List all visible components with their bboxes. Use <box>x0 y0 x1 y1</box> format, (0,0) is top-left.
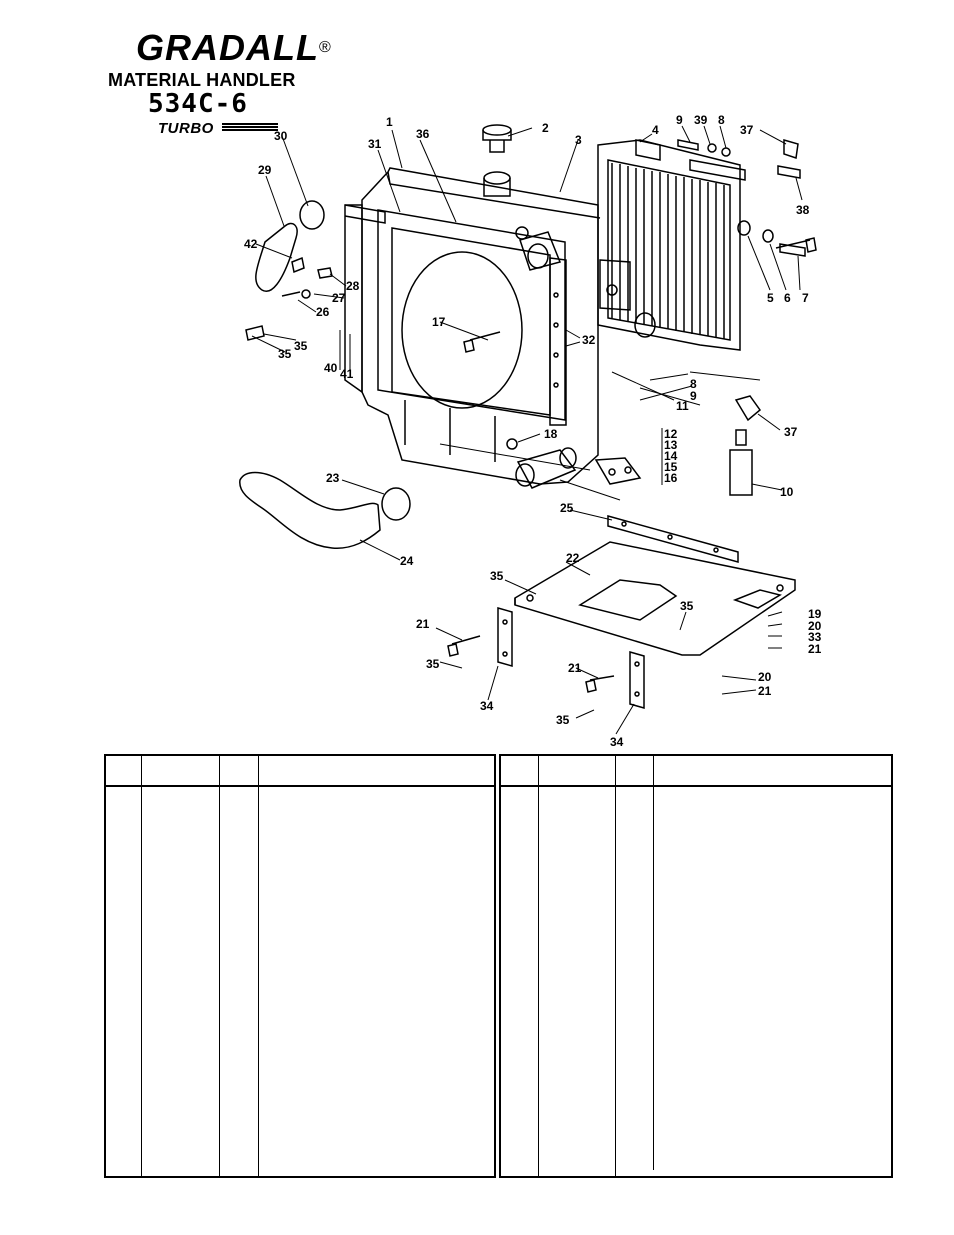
upper-outlet-tube <box>515 226 562 271</box>
leader-lines <box>251 125 803 735</box>
lower-outlet-tube <box>515 447 577 489</box>
callout-21b: 21 <box>568 661 582 675</box>
callout-8b: 8 <box>690 377 697 391</box>
column-divider <box>258 756 259 1176</box>
turbo-badge: TURBO <box>158 120 338 138</box>
callout-13: 13 <box>664 438 678 452</box>
column-divider <box>219 756 220 1176</box>
callout-9b: 9 <box>690 389 697 403</box>
callout-7: 7 <box>802 291 809 305</box>
mounting-strip <box>607 515 739 563</box>
callout-39: 39 <box>694 113 708 127</box>
callout-12: 12 <box>664 427 678 441</box>
callout-35e: 35 <box>426 657 440 671</box>
callout-17: 17 <box>432 315 446 329</box>
parts-table-right <box>499 754 893 1178</box>
callout-40: 40 <box>324 361 338 375</box>
callout-16: 16 <box>664 471 678 485</box>
mount-bracket <box>594 457 642 485</box>
callout-25: 25 <box>560 501 574 515</box>
callout-20: 20 <box>808 619 822 633</box>
callout-28: 28 <box>346 279 360 293</box>
callout-6: 6 <box>784 291 791 305</box>
callout-42: 42 <box>244 237 258 251</box>
side-bracket-right <box>629 651 645 709</box>
callout-3: 3 <box>575 133 582 147</box>
callout-2: 2 <box>542 121 549 135</box>
base-plate <box>514 541 796 656</box>
callout-26: 26 <box>316 305 330 319</box>
callout-19: 19 <box>808 607 822 621</box>
bolts <box>447 237 817 693</box>
callout-35b: 35 <box>278 347 292 361</box>
callout-34b: 34 <box>610 735 624 749</box>
product-subtitle: MATERIAL HANDLER <box>108 70 296 90</box>
callout-36: 36 <box>416 127 430 141</box>
callout-29: 29 <box>258 163 272 177</box>
callout-33: 33 <box>808 630 822 644</box>
parts-table-left-header <box>106 756 494 787</box>
plug-18 <box>506 438 518 450</box>
turbo-speed-lines <box>222 123 278 135</box>
parts-table-right-header <box>501 756 891 787</box>
callout-35a: 35 <box>294 339 308 353</box>
callout-35c: 35 <box>490 569 504 583</box>
callout-23: 23 <box>326 471 340 485</box>
exploded-parts-diagram: 1 2 3 4 5 6 7 8 9 10 11 12 13 14 15 16 1… <box>239 113 822 749</box>
column-divider <box>141 756 142 1176</box>
callout-30: 30 <box>274 129 288 143</box>
top-right-fittings <box>677 139 806 257</box>
column-divider <box>538 756 539 1176</box>
callout-32: 32 <box>582 333 596 347</box>
callout-35d: 35 <box>680 599 694 613</box>
brand-title: GRADALL® <box>136 27 332 68</box>
column-divider <box>615 756 616 1176</box>
radiator-shroud <box>344 167 631 485</box>
callout-21c: 21 <box>808 642 822 656</box>
parts-table-left <box>104 754 496 1178</box>
callout-27: 27 <box>332 291 346 305</box>
callout-37b: 37 <box>784 425 798 439</box>
hose-fitting-10 <box>729 395 762 496</box>
upper-hose <box>245 200 333 341</box>
header-logo: GRADALL® MATERIAL HANDLER 534C-6 TURBO <box>108 30 338 138</box>
callout-22: 22 <box>566 551 580 565</box>
callout-15: 15 <box>664 460 678 474</box>
callout-4: 4 <box>652 123 659 137</box>
callout-31: 31 <box>368 137 382 151</box>
callout-21: 21 <box>416 617 430 631</box>
callout-34a: 34 <box>480 699 494 713</box>
column-divider <box>653 756 654 1170</box>
callout-5: 5 <box>767 291 774 305</box>
side-bracket-left <box>497 607 513 667</box>
callout-8a: 8 <box>718 113 725 127</box>
callout-20b: 20 <box>758 670 772 684</box>
callout-38: 38 <box>796 203 810 217</box>
callout-24: 24 <box>400 554 414 568</box>
model-number: 534C-6 <box>148 89 248 119</box>
callout-11: 11 <box>676 399 689 413</box>
oil-cooler-core <box>597 139 746 351</box>
callout-labels: 1 2 3 4 5 6 7 8 9 10 11 12 13 14 15 16 1… <box>244 113 822 749</box>
callout-10: 10 <box>780 485 794 499</box>
callout-35f: 35 <box>556 713 570 727</box>
callout-37a: 37 <box>740 123 754 137</box>
callout-21d: 21 <box>758 684 772 698</box>
callout-14: 14 <box>664 449 678 463</box>
callout-1: 1 <box>386 115 393 129</box>
callout-41: 41 <box>340 367 354 381</box>
callout-18: 18 <box>544 427 558 441</box>
callout-9a: 9 <box>676 113 683 127</box>
lower-hose <box>239 471 411 549</box>
